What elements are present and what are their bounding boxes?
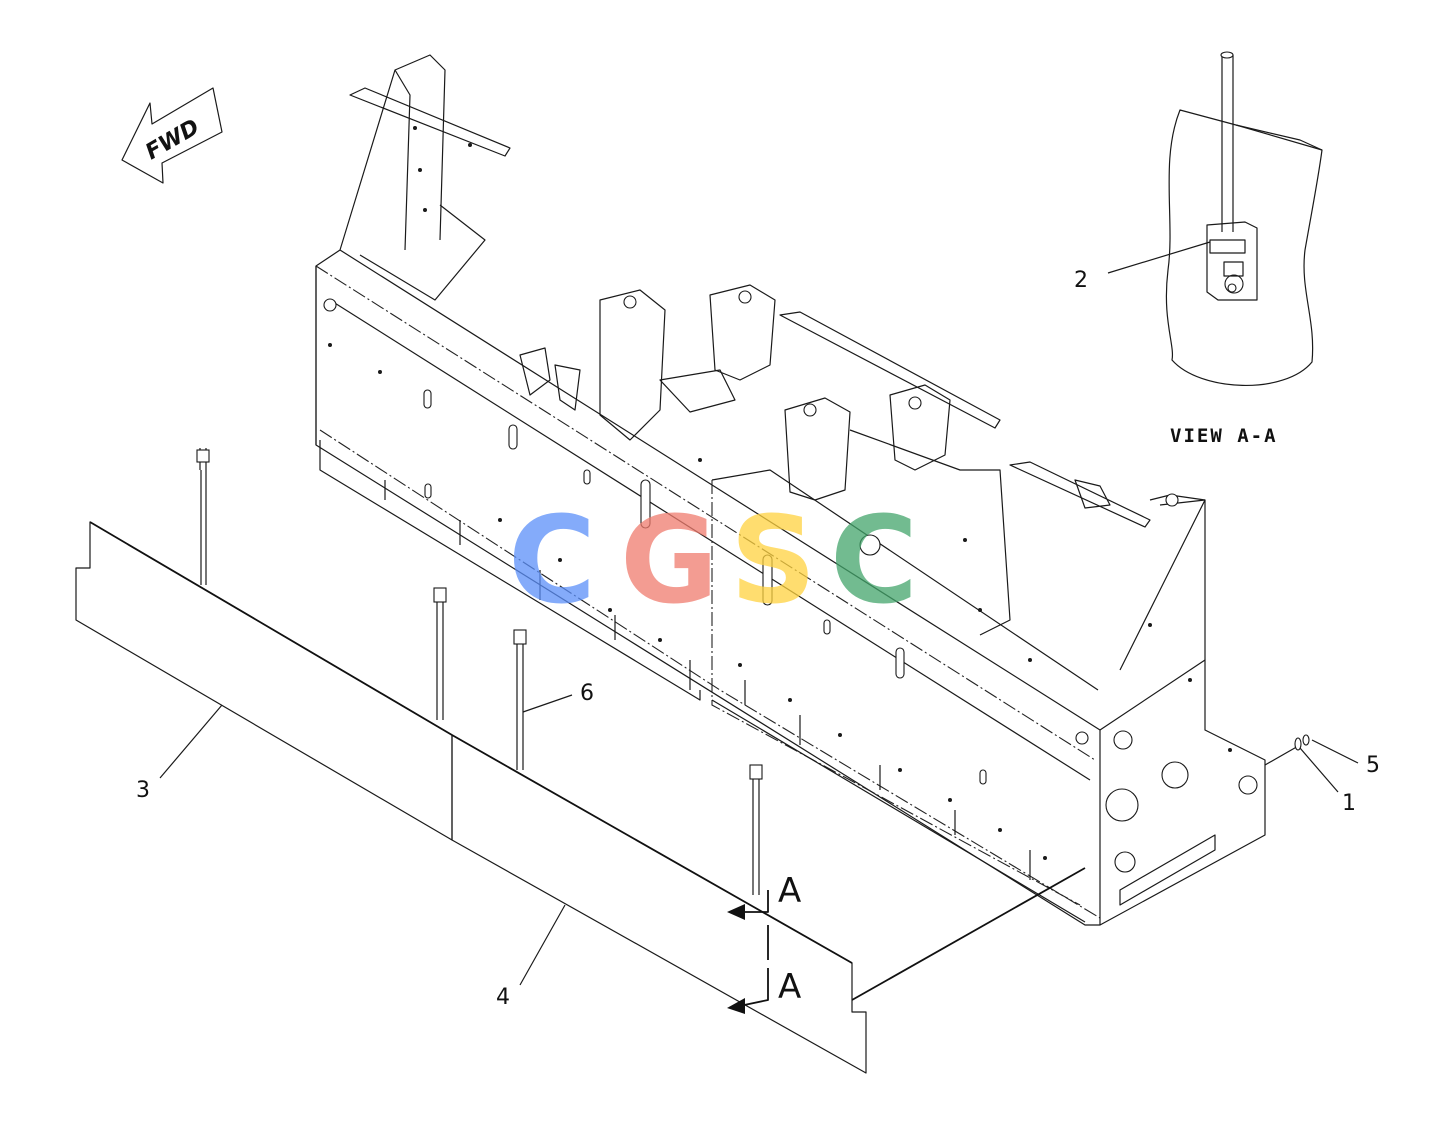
callout-3: 3 bbox=[136, 778, 150, 803]
watermark-letter: C bbox=[508, 492, 596, 631]
watermark-letter: S bbox=[730, 492, 816, 631]
callout-5: 5 bbox=[1366, 753, 1380, 778]
fwd-arrow-icon: FWD bbox=[121, 87, 223, 184]
watermark-logo: C G S C bbox=[508, 492, 918, 631]
guard-plate-3 bbox=[75, 521, 453, 841]
guard-plate-4 bbox=[451, 734, 1086, 1074]
bolt bbox=[749, 764, 763, 895]
inset-view-a-a: 2 VIEW A-A bbox=[1074, 51, 1323, 447]
bolt bbox=[513, 629, 527, 770]
bolt-group bbox=[196, 448, 763, 895]
washer-nut-hardware bbox=[1264, 734, 1310, 766]
section-letter-bottom: A bbox=[778, 967, 801, 1007]
inset-caption: VIEW A-A bbox=[1170, 425, 1278, 447]
callouts: 3 4 6 5 1 bbox=[136, 681, 1380, 1010]
callout-6: 6 bbox=[580, 681, 594, 706]
callout-4: 4 bbox=[496, 985, 510, 1010]
callout-2: 2 bbox=[1074, 268, 1088, 293]
section-marker-top: A bbox=[727, 871, 801, 920]
frame-assembly bbox=[315, 54, 1266, 926]
section-letter-top: A bbox=[778, 871, 801, 911]
watermark-letter: G bbox=[620, 492, 719, 631]
callout-1: 1 bbox=[1342, 791, 1356, 816]
section-marker-bottom: A bbox=[727, 967, 801, 1014]
watermark-letter: C bbox=[830, 492, 918, 631]
bolt bbox=[433, 587, 447, 720]
bolt bbox=[196, 448, 210, 585]
